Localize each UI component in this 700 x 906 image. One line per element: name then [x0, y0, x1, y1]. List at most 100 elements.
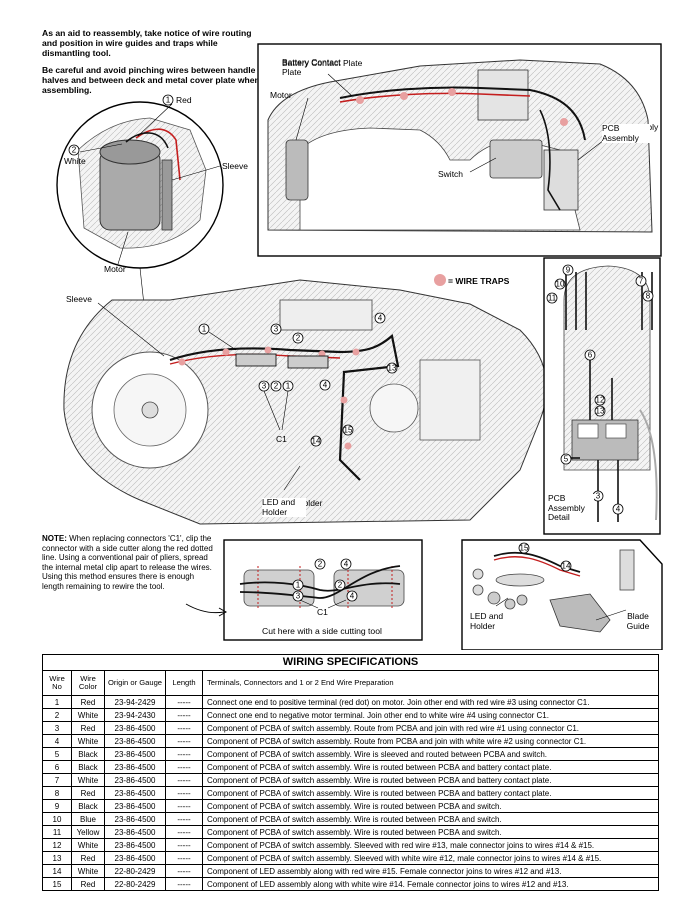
- origin-gauge-cell: 23-94-2429: [104, 695, 166, 709]
- origin-gauge-cell: 23-86-4500: [104, 812, 166, 826]
- origin-gauge-cell: 23-86-4500: [104, 747, 166, 761]
- length-cell: -----: [165, 760, 203, 774]
- motor-top-label: Motor: [270, 90, 292, 100]
- wire-traps-legend: = WIRE TRAPS: [448, 276, 510, 286]
- sleeve-shape: [161, 159, 173, 231]
- svg-text:15: 15: [344, 426, 353, 435]
- blade-guide-label: Blade Guide: [626, 611, 650, 631]
- col-length: Length: [165, 670, 203, 696]
- blade-guide-shape: [549, 593, 611, 633]
- origin-gauge-cell: 23-86-4500: [104, 786, 166, 800]
- wiring-spec-table: WIRING SPECIFICATIONS Wire No Wire Color…: [42, 654, 659, 891]
- connector-note: NOTE: When replacing connectors 'C1', cl…: [42, 534, 217, 592]
- terminals-cell: Component of PCBA of switch assembly. Wi…: [202, 773, 659, 787]
- svg-text:14: 14: [312, 437, 321, 446]
- svg-text:14: 14: [562, 562, 571, 571]
- wire-no-cell: 15: [42, 877, 72, 891]
- wire-color-cell: Red: [71, 721, 105, 735]
- motor-inset-label: Motor: [104, 264, 126, 274]
- wire-no-cell: 7: [42, 773, 72, 787]
- svg-text:1: 1: [296, 581, 301, 590]
- switch-shape: [489, 139, 543, 179]
- wire-no-cell: 5: [42, 747, 72, 761]
- svg-text:4: 4: [344, 560, 349, 569]
- wire-color-cell: Black: [71, 760, 105, 774]
- pcb-assembly-label-html: PCB Assembly: [602, 123, 650, 143]
- cut-here-label: Cut here with a side cutting tool: [262, 626, 382, 636]
- wire-no-cell: 6: [42, 760, 72, 774]
- length-cell: -----: [165, 838, 203, 852]
- col-wire-color: Wire Color: [71, 670, 105, 696]
- reassembly-notes: As an aid to reassembly, take notice of …: [42, 28, 262, 102]
- length-cell: -----: [165, 812, 203, 826]
- led-detail-inset: 15 14: [461, 539, 663, 650]
- connector-c1: [235, 353, 277, 367]
- switch-label: Switch: [438, 169, 463, 179]
- wire-no-cell: 10: [42, 812, 72, 826]
- sleeve-main-label: Sleeve: [66, 294, 92, 304]
- svg-text:3: 3: [274, 325, 279, 334]
- wire-no-cell: 9: [42, 799, 72, 813]
- svg-text:1: 1: [202, 325, 207, 334]
- svg-text:9: 9: [566, 266, 571, 275]
- length-cell: -----: [165, 864, 203, 878]
- wire-color-cell: Red: [71, 695, 105, 709]
- routing-note: As an aid to reassembly, take notice of …: [42, 28, 252, 58]
- wire-no-cell: 2: [42, 708, 72, 722]
- length-cell: -----: [165, 825, 203, 839]
- length-cell: -----: [165, 851, 203, 865]
- length-cell: -----: [165, 708, 203, 722]
- origin-gauge-cell: 23-86-4500: [104, 851, 166, 865]
- c1-detail-label: C1: [317, 607, 328, 617]
- terminals-cell: Component of PCBA of switch assembly. Wi…: [202, 799, 659, 813]
- origin-gauge-cell: 23-86-4500: [104, 760, 166, 774]
- wire-color-cell: White: [71, 864, 105, 878]
- svg-text:4: 4: [323, 381, 328, 390]
- c1-main-label: C1: [276, 434, 287, 444]
- svg-text:4: 4: [350, 592, 355, 601]
- svg-text:5: 5: [564, 455, 569, 464]
- wire-no-cell: 12: [42, 838, 72, 852]
- wire-color-cell: White: [71, 838, 105, 852]
- pinching-note: Be careful and avoid pinching wires betw…: [42, 65, 260, 95]
- svg-text:3: 3: [262, 382, 267, 391]
- terminals-cell: Component of PCBA of switch assembly. Wi…: [202, 825, 659, 839]
- origin-gauge-cell: 23-86-4500: [104, 825, 166, 839]
- wire-color-cell: Red: [71, 877, 105, 891]
- svg-text:2: 2: [72, 146, 77, 155]
- length-cell: -----: [165, 747, 203, 761]
- svg-text:6: 6: [588, 351, 593, 360]
- pcb-assembly-detail-label: PCB Assembly Detail: [548, 493, 594, 523]
- note-text: When replacing connectors 'C1', clip the…: [42, 534, 213, 591]
- terminals-cell: Component of PCBA of switch assembly. Wi…: [202, 812, 659, 826]
- terminals-cell: Component of PCBA of switch assembly. Ro…: [202, 734, 659, 748]
- svg-text:1: 1: [286, 382, 291, 391]
- svg-text:2: 2: [318, 560, 323, 569]
- length-cell: -----: [165, 799, 203, 813]
- terminals-cell: Component of LED assembly along with whi…: [202, 877, 659, 891]
- wire-no-cell: 13: [42, 851, 72, 865]
- svg-text:2: 2: [296, 334, 301, 343]
- origin-gauge-cell: 23-86-4500: [104, 773, 166, 787]
- col-origin-gauge: Origin or Gauge: [104, 670, 166, 696]
- terminals-cell: Component of PCBA of switch assembly. Sl…: [202, 851, 659, 865]
- svg-text:10: 10: [556, 280, 565, 289]
- wire-no-cell: 3: [42, 721, 72, 735]
- wire-no-cell: 14: [42, 864, 72, 878]
- battery-plate-label-1: Battery Contact Plate: [282, 58, 363, 68]
- wire-trap-legend-dot: [434, 274, 446, 286]
- wire-color-cell: Black: [71, 747, 105, 761]
- origin-gauge-cell: 23-86-4500: [104, 734, 166, 748]
- svg-text:4: 4: [378, 314, 383, 323]
- terminals-cell: Component of LED assembly along with red…: [202, 864, 659, 878]
- main-deck-view: 1 3 2 4 3 2 1 4 13 15 14 C1 Sleeve LED a…: [63, 279, 548, 525]
- pcb-detail-inset: 9 10 11 7 8 6 12 13 5 3 4 PCB: [543, 257, 661, 535]
